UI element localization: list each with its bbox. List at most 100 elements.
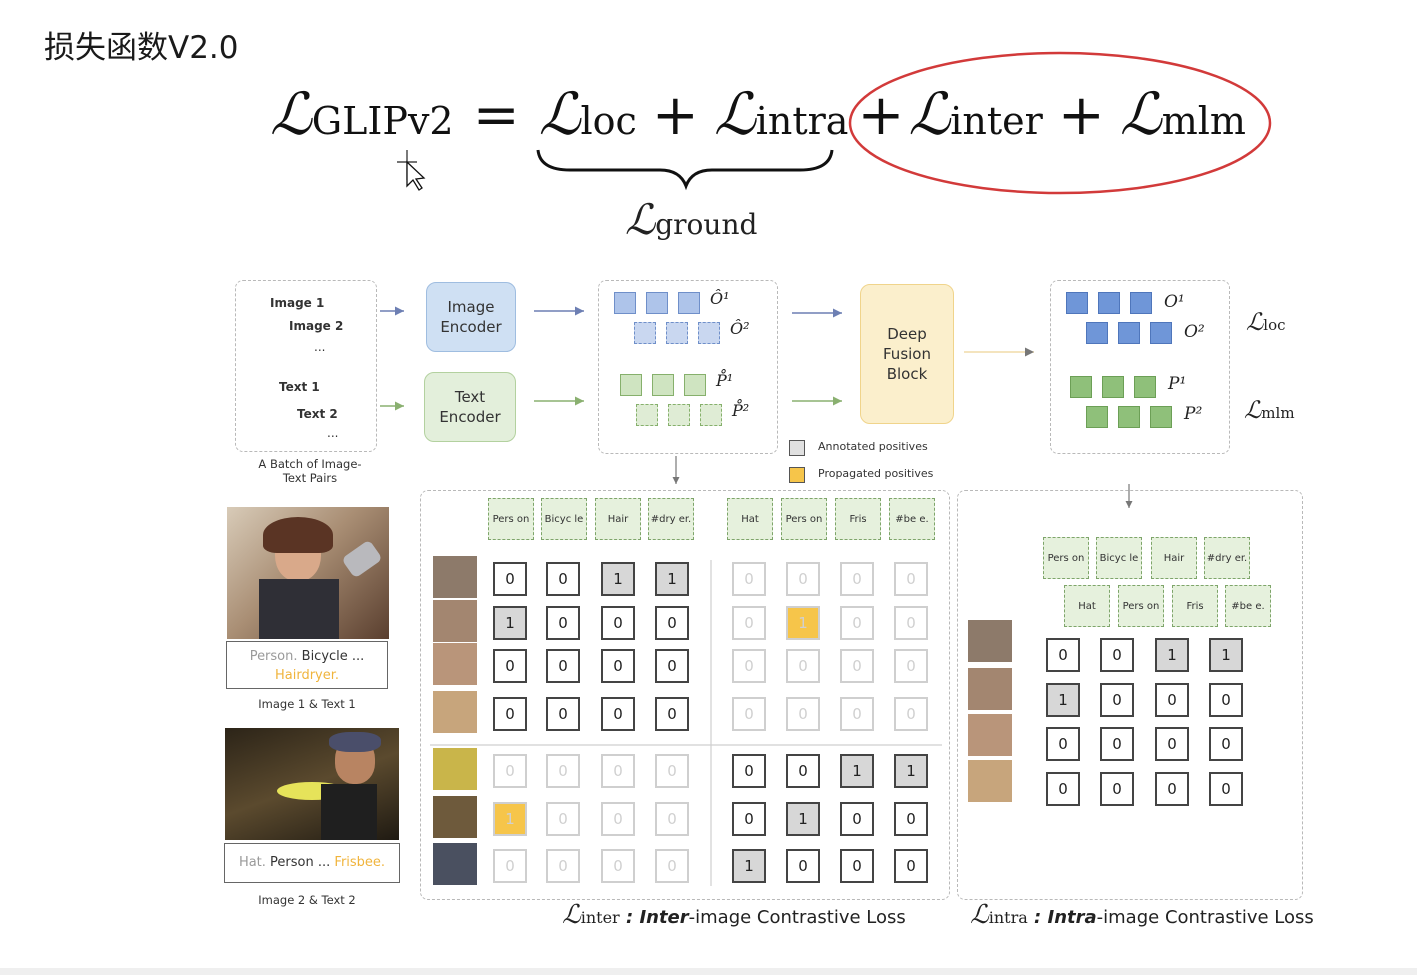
script-l: ℒ (562, 900, 581, 930)
p1-label: P¹ (1168, 374, 1187, 394)
matrix-cell: 0 (894, 849, 928, 883)
batch-box (235, 280, 377, 452)
matrix-cell: 0 (786, 754, 820, 788)
fused-token-feature (1070, 376, 1092, 398)
script-l: ℒ (538, 80, 581, 148)
matrix-cell: 1 (601, 562, 635, 596)
batch-line-image1: Image 1 (270, 296, 325, 310)
deep-fusion-block: Deep Fusion Block (860, 284, 954, 424)
script-l: ℒ (1119, 80, 1162, 148)
matrix-cell: 0 (786, 697, 820, 731)
image-encoder-block: Image Encoder (426, 282, 516, 352)
matrix-cell: 0 (1100, 727, 1134, 761)
loss-loc-label: ℒloc (1246, 308, 1286, 336)
loss-mlm-subscript: mlm (1261, 404, 1295, 422)
text-token: Hair (1151, 537, 1197, 579)
region-thumbnail (968, 760, 1012, 802)
matrix-cell: 0 (1209, 772, 1243, 806)
text2-person: Person ... (265, 855, 335, 870)
matrix-cell: 0 (732, 606, 766, 640)
matrix-cell: 0 (840, 649, 874, 683)
legend-propagated-swatch (789, 467, 805, 483)
text-token: #be e. (1225, 585, 1271, 627)
loss-loc-subscript: loc (1263, 316, 1286, 334)
matrix-cell: 0 (786, 849, 820, 883)
text-token: Pers on (488, 498, 534, 540)
region-thumbnail (433, 556, 477, 598)
intra-subscript: intra (755, 99, 849, 143)
matrix-cell: 0 (732, 697, 766, 731)
loc-subscript: loc (580, 99, 637, 143)
token-feature (636, 404, 658, 426)
matrix-cell: 1 (840, 754, 874, 788)
matrix-cell: 0 (546, 802, 580, 836)
fused-region-feature (1066, 292, 1088, 314)
script-l: ℒ (713, 80, 756, 148)
intra-caption-subscript: intra (988, 908, 1028, 927)
o1-tilde-label: Ô¹ (710, 289, 730, 308)
matrix-cell: 1 (1155, 638, 1189, 672)
text-token: #dry er. (648, 498, 694, 540)
example-text-1: Person. Bicycle ... Hairdryer. (226, 641, 388, 689)
matrix-cell: 1 (894, 754, 928, 788)
p2-tilde-label: P̊² (732, 401, 750, 420)
matrix-cell: 0 (1046, 638, 1080, 672)
matrix-cell: 0 (655, 606, 689, 640)
matrix-cell: 0 (1046, 772, 1080, 806)
script-l: ℒ (908, 80, 951, 148)
region-thumbnail (433, 600, 477, 642)
batch-line-image2: Image 2 (289, 319, 344, 333)
equals-sign: = (472, 83, 520, 148)
matrix-cell: 0 (786, 562, 820, 596)
intra-caption-rest: -image Contrastive Loss (1096, 907, 1314, 928)
region-thumbnail (433, 691, 477, 733)
text-token: Bicyc le (1096, 537, 1142, 579)
p1-tilde-label: P̊¹ (716, 371, 734, 390)
red-ellipse-annotation (848, 51, 1272, 195)
token-feature (700, 404, 722, 426)
region-feature (666, 322, 688, 344)
legend-propagated-label: Propagated positives (818, 467, 934, 480)
ground-term: ℒground (625, 195, 757, 244)
cursor-icon (397, 150, 426, 191)
matrix-cell: 0 (732, 562, 766, 596)
batch-caption: A Batch of Image-Text Pairs (258, 457, 362, 485)
region-feature (614, 292, 636, 314)
text-encoder-block: Text Encoder (424, 372, 516, 442)
loss-equation: ℒGLIPv2 = ℒloc + ℒintra +ℒinter + ℒmlm (270, 80, 1246, 148)
region-thumbnail (968, 714, 1012, 756)
intra-image-panel (957, 490, 1303, 900)
inter-image-panel (420, 490, 950, 900)
example-image-2 (225, 728, 399, 840)
fused-token-feature (1118, 406, 1140, 428)
caption-colon: : (1027, 907, 1048, 928)
matrix-cell: 1 (655, 562, 689, 596)
inter-caption-subscript: inter (580, 908, 620, 927)
example-image-1 (227, 507, 389, 639)
inter-caption-rest: -image Contrastive Loss (688, 907, 906, 928)
intra-loss-caption: ℒintra : Intra-image Contrastive Loss (970, 900, 1314, 930)
matrix-cell: 1 (732, 849, 766, 883)
text-token: #dry er. (1204, 537, 1250, 579)
fused-token-feature (1134, 376, 1156, 398)
matrix-cell: 0 (786, 649, 820, 683)
region-thumbnail (968, 668, 1012, 710)
script-l: ℒ (625, 195, 656, 244)
matrix-cell: 0 (655, 649, 689, 683)
text1-person: Person. (249, 649, 298, 664)
text-token: Fris (835, 498, 881, 540)
plus-sign: + (651, 83, 699, 148)
text-token: Fris (1172, 585, 1218, 627)
script-l: ℒ (1246, 308, 1264, 336)
region-feature (678, 292, 700, 314)
fused-region-feature (1098, 292, 1120, 314)
matrix-cell: 0 (840, 606, 874, 640)
bottom-bar (0, 968, 1417, 975)
o1-label: O¹ (1164, 292, 1185, 312)
matrix-cell: 1 (493, 802, 527, 836)
matrix-cell: 0 (1100, 638, 1134, 672)
matrix-cell: 1 (1046, 683, 1080, 717)
underbrace (536, 149, 834, 191)
matrix-cell: 0 (601, 849, 635, 883)
